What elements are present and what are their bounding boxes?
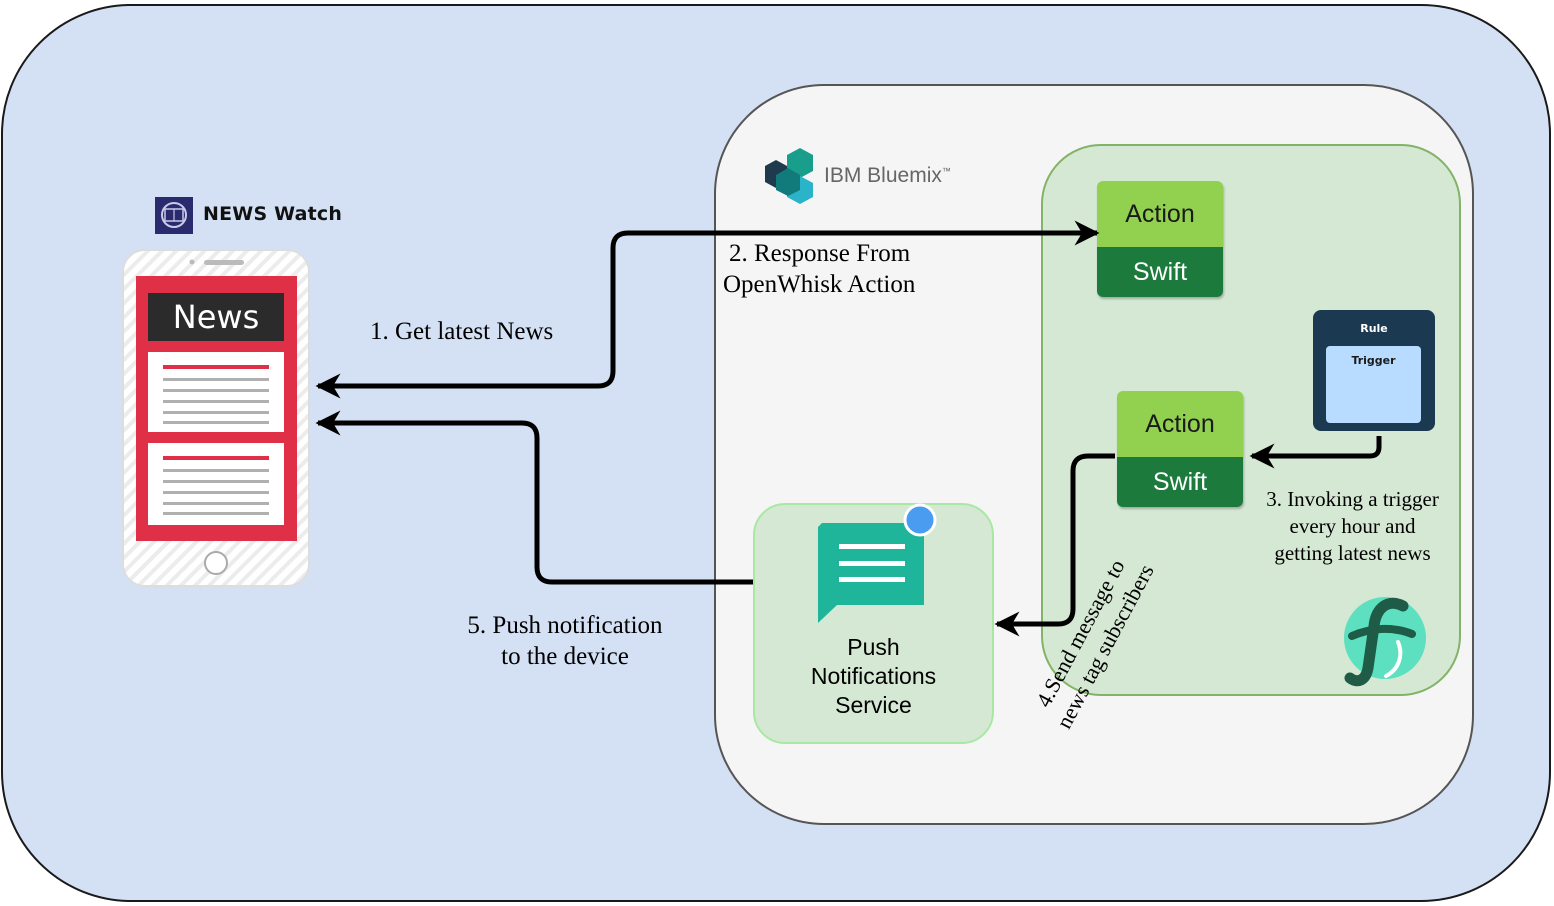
step-3-line: 3. Invoking a trigger	[1266, 487, 1439, 511]
trigger-block: Trigger	[1326, 346, 1421, 423]
step-5-line: 5. Push notification	[467, 612, 663, 639]
push-label-line: Push	[847, 634, 900, 660]
step-3-line: getting latest news	[1274, 541, 1431, 565]
push-service-label: Push Notifications Service	[755, 633, 992, 720]
action-title: Action	[1117, 391, 1243, 457]
action-trigger-block: Action Swift	[1117, 391, 1243, 507]
push-label-line: Notifications	[810, 663, 937, 689]
action-runtime: Swift	[1097, 247, 1223, 297]
step-1-label: 1. Get latest News	[370, 318, 554, 345]
rule-block: Rule Trigger	[1313, 310, 1435, 431]
step-5-line: to the device	[501, 643, 629, 670]
step-5-label: 5. Push notification to the device	[450, 610, 680, 672]
arrow-push-to-device	[315, 410, 753, 585]
notification-dot-icon	[903, 503, 937, 537]
arrow-response	[315, 220, 1100, 399]
phone-news-header: News	[172, 298, 260, 336]
bluemix-brand: IBM Bluemix™	[824, 164, 951, 188]
action-title: Action	[1097, 181, 1223, 247]
trigger-label: Trigger	[1351, 354, 1396, 367]
step-2-line: OpenWhisk Action	[723, 271, 916, 298]
arrow-send-message	[994, 453, 1115, 637]
arrow-trigger-invoke	[1249, 436, 1382, 469]
step-2-label: 2. Response From OpenWhisk Action	[723, 238, 915, 300]
rule-title: Rule	[1360, 322, 1388, 335]
step-3-label: 3. Invoking a trigger every hour and get…	[1255, 486, 1450, 567]
step-2-line: 2. Response From	[729, 240, 911, 267]
bluemix-brand-name: IBM Bluemix	[824, 164, 942, 187]
app-title: NEWS Watch	[203, 203, 343, 225]
step-3-line: every hour and	[1289, 514, 1416, 538]
trademark-mark: ™	[941, 166, 951, 176]
action-runtime: Swift	[1117, 457, 1243, 507]
push-label-line: Service	[835, 692, 912, 718]
action-response-block: Action Swift	[1097, 181, 1223, 297]
